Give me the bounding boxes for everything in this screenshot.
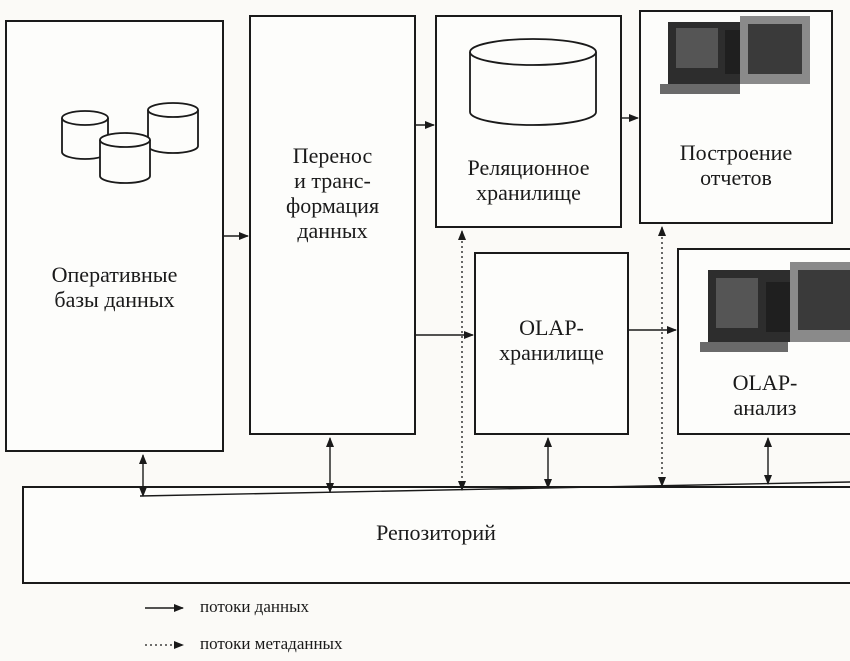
operational-db-label: Оперативные базы данных xyxy=(51,262,178,312)
transfer-label: Перенос и транс- формация данных xyxy=(285,143,380,243)
legend-metadata-flows-label: потоки метаданных xyxy=(200,634,343,653)
legend-data-flows-label: потоки данных xyxy=(200,597,309,616)
transfer-block xyxy=(249,15,416,435)
computer-icon xyxy=(660,16,810,94)
computer-icon xyxy=(700,262,850,352)
relational-store-label: Реляционное хранилище xyxy=(467,155,590,205)
reporting-label: Построение отчетов xyxy=(679,140,793,190)
database-icon xyxy=(61,110,109,160)
database-icon xyxy=(469,38,597,126)
olap-store-block xyxy=(474,252,629,435)
database-icon xyxy=(99,132,151,184)
repository-block xyxy=(22,486,850,584)
olap-store-label: OLAP- хранилище xyxy=(499,315,604,365)
olap-analysis-label: OLAP- анализ xyxy=(732,370,798,420)
operational-db-block xyxy=(5,20,224,452)
repository-label: Репозиторий xyxy=(376,520,496,545)
repository-bus-line xyxy=(139,481,850,497)
database-icon xyxy=(147,102,199,154)
